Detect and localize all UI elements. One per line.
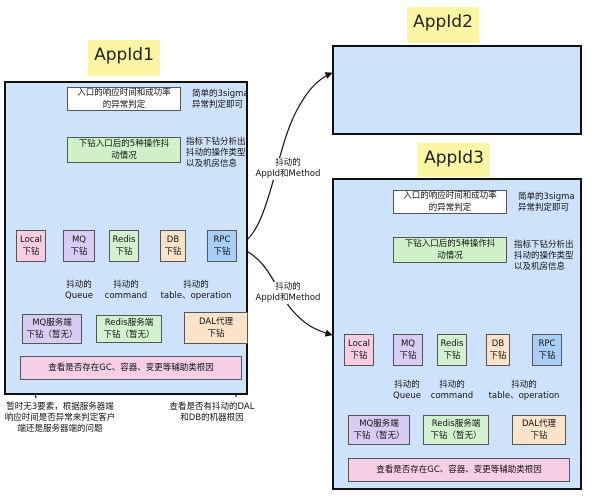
app3-label-queue: 抖动的 Queue	[378, 380, 436, 402]
app3-downstream-note: 指标下钻分析出 抖动的操作类型 以及机房信息	[514, 240, 574, 272]
app1-node-db: DB 下钻	[160, 230, 186, 262]
app3-node-mq: MQ 下钻	[393, 334, 423, 366]
app3-entry-box: 入口的响应时间和成功率 的异常判定	[393, 190, 507, 214]
app1-node-rpc: RPC 下钻	[207, 230, 237, 262]
app1-leaf-mq: MQ服务端 下钻（暂无）	[22, 314, 82, 344]
app3-entry-note: 简单的3sigma 异常判定即可	[518, 192, 575, 213]
app1-entry-box: 入口的响应时间和成功率 的异常判定	[67, 87, 181, 111]
app1-title-note: AppId1	[88, 40, 160, 76]
note-left: 暂时无3要素，根据服务器端 响应时间是否异常来判定客户 端还是服务器端的问题	[4, 402, 116, 434]
app3-leaf-mq: MQ服务端 下钻（暂无）	[348, 415, 410, 445]
app3-node-db: DB 下钻	[486, 334, 510, 366]
app3-node-redis: Redis 下钻	[437, 334, 467, 366]
app3-label-table: 抖动的 table、operation	[486, 380, 562, 402]
edge-rpc-to-app3	[239, 247, 333, 337]
app1-leaf-dal: DAL代理 下钻	[184, 312, 248, 344]
app1-downstream-box: 下钻入口后的5种操作抖 动情况	[67, 137, 181, 163]
app1-node-mq: MQ 下钻	[63, 230, 95, 262]
app1-node-local: Local 下钻	[16, 230, 46, 262]
app3-node-local: Local 下钻	[344, 334, 374, 366]
app3-node-rpc: RPC 下钻	[532, 334, 562, 366]
app1-downstream-note: 指标下钻分析出 抖动的操作类型 以及机房信息	[186, 137, 246, 169]
edge-rpc-to-app2	[239, 72, 333, 246]
app3-label-command: 抖动的 command	[428, 380, 476, 402]
app3-title-note: AppId3	[418, 143, 490, 177]
app1-label-queue: 抖动的 Queue	[50, 280, 108, 302]
edge-label-app2: 抖动的 AppId和Method	[252, 158, 324, 180]
app1-leaf-redis: Redis服务端 下钻（暂无）	[96, 315, 162, 343]
app3-leaf-redis: Redis服务端 下钻（暂无）	[423, 415, 489, 445]
app1-label-table: 抖动的 table、operation	[160, 280, 232, 302]
app1-node-redis: Redis 下钻	[109, 230, 139, 262]
app3-downstream-box: 下钻入口后的5种操作抖 动情况	[393, 237, 507, 263]
note-right: 查看是否有抖动的DAL 和DB的机器根因	[169, 402, 255, 423]
app1-root-cause-box: 查看是否存在GC、容器、变更等辅助类根因	[20, 356, 242, 380]
app2-title-note: AppId2	[407, 7, 479, 43]
app2-panel	[332, 45, 582, 135]
app3-root-cause-box: 查看是否存在GC、容器、变更等辅助类根因	[348, 458, 570, 482]
app1-label-command: 抖动的 command	[102, 280, 150, 302]
edge-label-app3: 抖动的 AppId和Method	[252, 282, 324, 304]
app1-entry-note: 简单的3sigma 异常判定即可	[192, 89, 249, 110]
app3-leaf-dal: DAL代理 下钻	[512, 415, 566, 445]
